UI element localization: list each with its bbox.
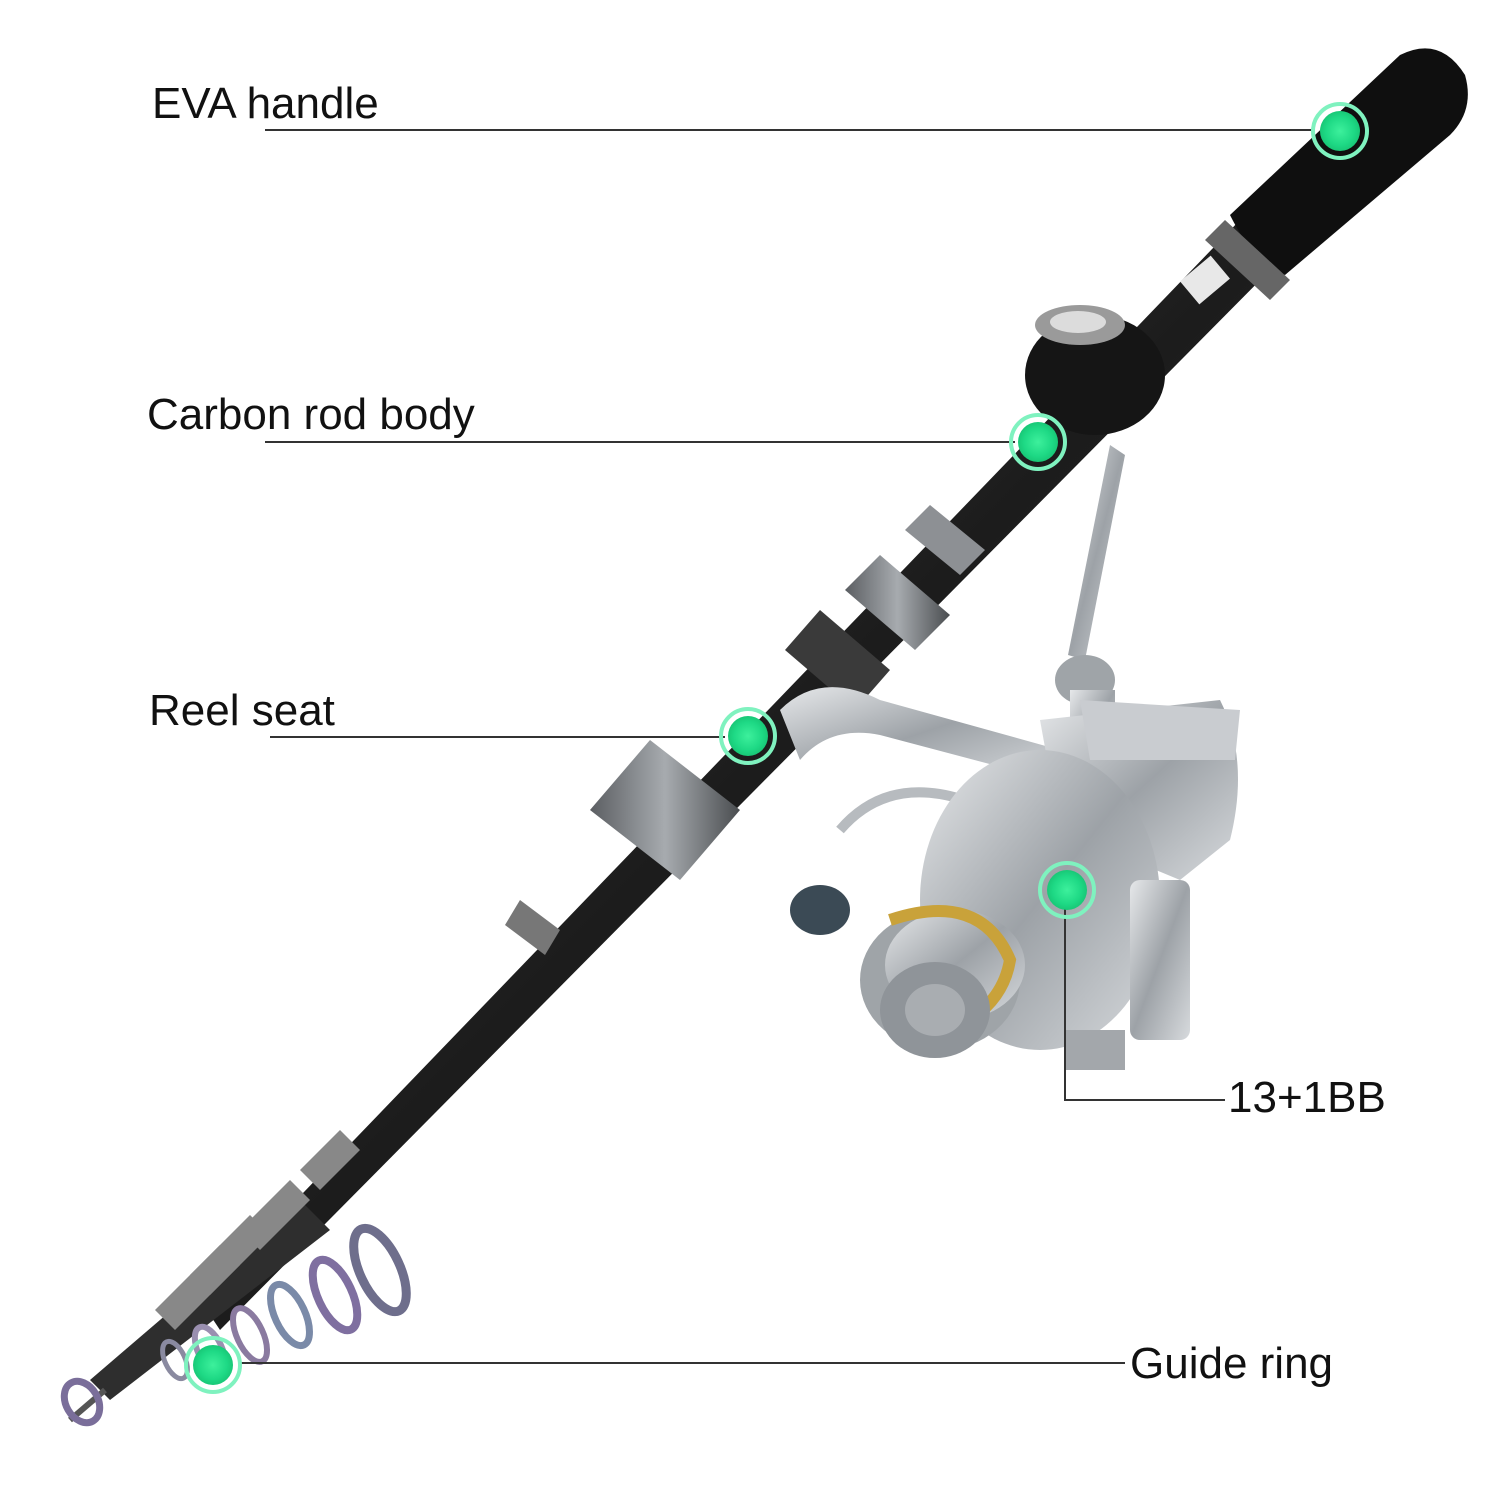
- eva-handle: [1180, 48, 1468, 305]
- marker-reel-seat: [719, 707, 777, 765]
- reel-stem: [780, 687, 1060, 780]
- marker-bb: [1038, 861, 1096, 919]
- label-carbon-rod-body: Carbon rod body: [147, 390, 475, 439]
- label-reel-seat: Reel seat: [149, 686, 335, 735]
- rod-ferrules: [155, 505, 985, 1330]
- leader-lines: [240, 129, 1315, 1364]
- marker-eva-handle: [1311, 102, 1369, 160]
- butt-cap-knob: [1025, 305, 1165, 435]
- label-guide-ring: Guide ring: [1130, 1339, 1334, 1388]
- label-bb: 13+1BB: [1228, 1073, 1386, 1122]
- label-eva-handle: EVA handle: [152, 79, 379, 128]
- spinning-reel: [790, 700, 1240, 1070]
- leader-line-bb: [1064, 890, 1225, 1101]
- marker-carbon-rod-body: [1009, 413, 1067, 471]
- marker-guide-ring: [184, 1336, 242, 1394]
- callout-markers: [184, 102, 1369, 1394]
